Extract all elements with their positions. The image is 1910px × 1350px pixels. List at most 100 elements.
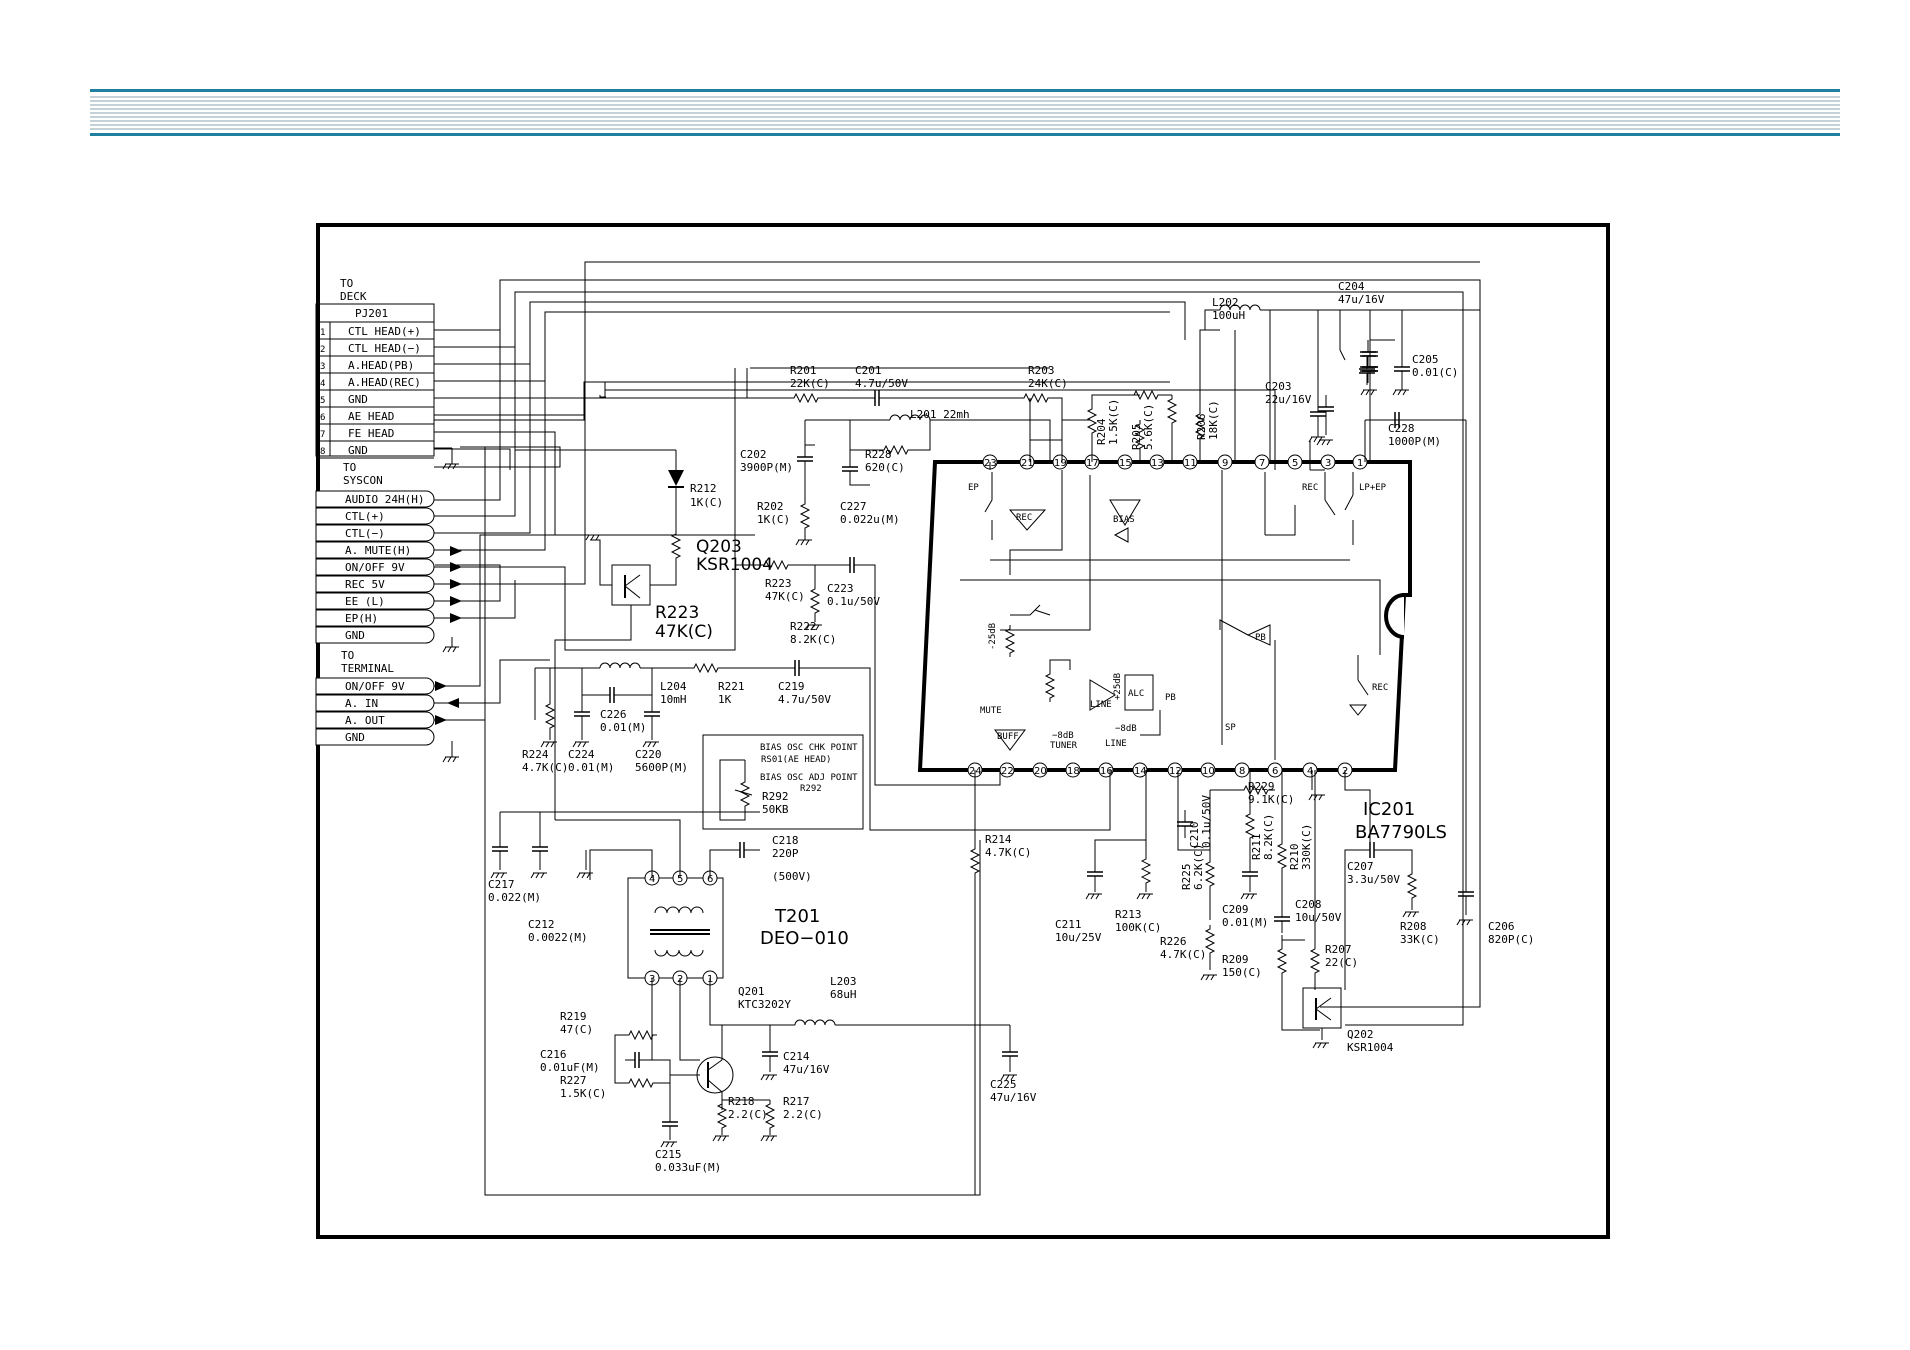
part-ref: C214 [783, 1050, 810, 1063]
part-ref: R217 [783, 1095, 810, 1108]
part-value: 0.033uF(M) [655, 1161, 721, 1174]
ic-top-pin-number: 19 [1054, 458, 1067, 469]
ic-bottom-pin-number: 18 [1067, 766, 1080, 777]
ic201-part: BA7790LS [1355, 822, 1447, 843]
deck-pin-label: A.HEAD(PB) [348, 359, 414, 372]
ic-bottom-pin-number: 16 [1100, 766, 1113, 777]
part-value: 1.5K(C) [560, 1087, 606, 1100]
part-value: 47K(C) [765, 590, 805, 603]
deck-pin-label: CTL HEAD(+) [348, 325, 421, 338]
ic-top-pin-number: 13 [1151, 458, 1164, 469]
part-ref: C207 [1347, 860, 1374, 873]
part-value: 100uH [1212, 309, 1245, 322]
part-ref: C206 [1488, 920, 1515, 933]
r292-sub-label: R292 [800, 784, 822, 794]
part-value: 3.3u/50V [1347, 873, 1400, 886]
part-ref: C219 [778, 680, 805, 693]
pj201-label: PJ201 [355, 307, 388, 320]
q201-osc [614, 1019, 1019, 1148]
ic-bottom-pin-number: 10 [1202, 766, 1215, 777]
buff-label: BUFF [997, 732, 1019, 742]
part-value: 1000P(M) [1388, 435, 1441, 448]
part-ref: R225 [1180, 864, 1193, 891]
ic-bottom-pin [1132, 762, 1148, 778]
rec-amp-label: REC [1016, 513, 1032, 523]
deck-pin-label: AE HEAD [348, 410, 394, 423]
terminal-line-shape [315, 694, 435, 712]
terminal-line-shape [315, 711, 435, 729]
part-value: 4.7K(C) [985, 846, 1031, 859]
q203-ref: R223 [655, 603, 699, 623]
part-ref: R292 [762, 790, 789, 803]
part-value: 4.7K(C) [522, 761, 568, 774]
part-value: 0.01(M) [1222, 916, 1268, 929]
part-value: 1K(C) [757, 513, 790, 526]
line-amp-label: LINE [1090, 700, 1112, 710]
deck-name-label: DECK [340, 290, 367, 303]
terminal-line-shape [315, 728, 435, 746]
r212-val: KSR1004 [696, 555, 773, 575]
sp-label: SP [1225, 723, 1236, 733]
part-value: 50KB [762, 803, 789, 816]
terminal-line-label: A. IN [345, 697, 378, 710]
part-value: 4.7K(C) [1160, 948, 1206, 961]
part-value: 10u/50V [1295, 911, 1342, 924]
syscon-line-label: CTL(+) [345, 510, 385, 523]
deck-pin-number: 3 [320, 362, 325, 372]
terminal-line-label: ON/OFF 9V [345, 680, 405, 693]
part-ref: C228 [1388, 422, 1415, 435]
c204-c205 [1360, 310, 1411, 396]
alc-label: ALC [1128, 689, 1144, 699]
part-value: 0.01(M) [600, 721, 646, 734]
ic-bottom-pin-number: 14 [1134, 766, 1147, 777]
deck-pin-number: 7 [320, 430, 325, 440]
syscon-line-label: AUDIO 24H(H) [345, 493, 424, 506]
ic-bottom-pin-number: 22 [1001, 766, 1014, 777]
ic-bottom-pin [1200, 762, 1216, 778]
part-ref: C218 [772, 834, 799, 847]
ic-bottom-pin-number: 8 [1239, 766, 1245, 777]
rec-switch2-label: REC [1372, 683, 1388, 693]
part-value: 150(C) [1222, 966, 1262, 979]
ic-top-pin [1217, 454, 1233, 470]
part-value: 22u/16V [1265, 393, 1312, 406]
minus25db-label: -25dB [988, 623, 998, 650]
part-ref: R218 [728, 1095, 755, 1108]
part-value: 0.01(M) [568, 761, 614, 774]
deck-pin-label: FE HEAD [348, 427, 394, 440]
part-ref: C220 [635, 748, 662, 761]
bias-test-box: BIAS OSC CHK POINT RS01(AE HEAD) BIAS OS… [702, 734, 864, 830]
part-value: 47u/16V [990, 1091, 1037, 1104]
part-ref: R203 [1028, 364, 1055, 377]
ic-bottom-pin [1032, 762, 1048, 778]
terminal-line-shape [315, 677, 435, 695]
part-value: 0.1u/50V [827, 595, 880, 608]
ic-top-pin [1117, 454, 1133, 470]
ic-bottom-pin-number: 6 [1272, 766, 1278, 777]
bias-adj-label: BIAS OSC ADJ POINT [760, 773, 858, 783]
